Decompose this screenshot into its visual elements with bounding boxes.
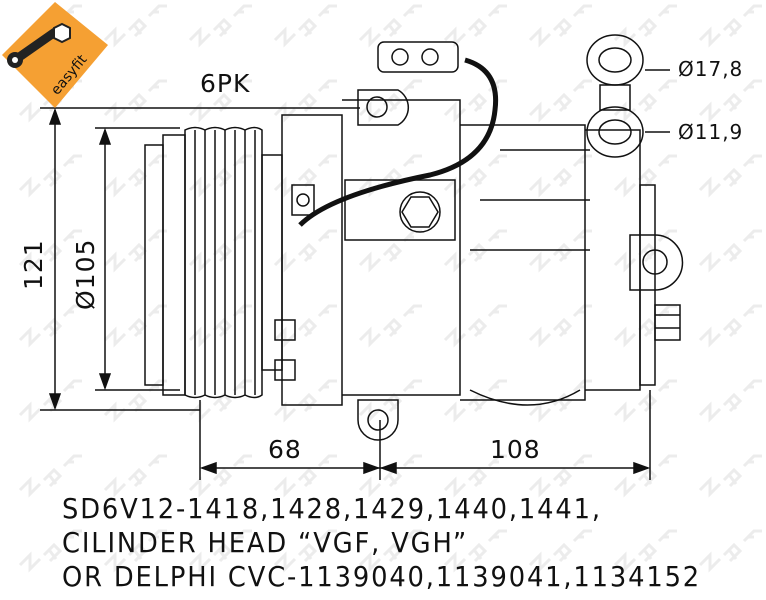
- watermark-mark: [273, 454, 337, 498]
- refrigerant-ports: [586, 34, 670, 158]
- watermark-mark: [613, 229, 677, 273]
- watermark-mark: [528, 454, 592, 498]
- watermark-mark: [188, 4, 252, 48]
- pulley: [144, 126, 283, 399]
- watermark-mark: [188, 529, 252, 573]
- watermark-mark: [613, 4, 677, 48]
- port-large-label: Ø17,8: [678, 57, 744, 81]
- watermark-mark: [698, 454, 762, 498]
- watermark-mark: [273, 154, 337, 198]
- watermark-mark: [528, 79, 592, 123]
- watermark-mark: [358, 529, 422, 573]
- watermark-mark: [528, 4, 592, 48]
- watermark-mark: [528, 154, 592, 198]
- watermark-mark: [613, 304, 677, 348]
- watermark-mark: [188, 454, 252, 498]
- watermark-mark: [358, 454, 422, 498]
- watermark-mark: [188, 229, 252, 273]
- length-rear-label: 108: [490, 435, 541, 464]
- watermark-mark: [358, 79, 422, 123]
- watermark-mark: [358, 304, 422, 348]
- watermark-mark: [528, 379, 592, 423]
- belt-label: 6PK: [200, 69, 251, 98]
- watermark-mark: [443, 304, 507, 348]
- note-line-2: CILINDER HEAD “VGF, VGH”: [62, 526, 469, 559]
- pulley-diameter-label: Ø105: [71, 238, 100, 310]
- watermark-mark: [18, 529, 82, 573]
- watermark-mark: [103, 529, 167, 573]
- watermark-mark: [273, 229, 337, 273]
- watermark-mark: [103, 4, 167, 48]
- watermark-mark: [698, 304, 762, 348]
- pulley-diameter-line: [95, 127, 180, 391]
- watermark-mark: [18, 379, 82, 423]
- watermark-mark: [18, 154, 82, 198]
- watermark-mark: [18, 304, 82, 348]
- watermark-mark: [613, 154, 677, 198]
- watermark-mark: [358, 229, 422, 273]
- watermark-mark: [18, 454, 82, 498]
- watermark-mark: [443, 379, 507, 423]
- watermark-mark: [528, 529, 592, 573]
- watermark-mark: [698, 529, 762, 573]
- watermark-mark: [273, 529, 337, 573]
- watermark-mark: [188, 304, 252, 348]
- length-front-label: 68: [268, 435, 302, 464]
- watermark-mark: [188, 154, 252, 198]
- note-line-1: SD6V12-1418,1428,1429,1440,1441,: [62, 492, 602, 525]
- watermark-mark: [613, 379, 677, 423]
- height-dimension-line: [40, 107, 360, 411]
- watermark-mark: [18, 229, 82, 273]
- electrical-connector: [298, 41, 499, 227]
- height-label: 121: [19, 239, 48, 290]
- watermark-mark: [698, 379, 762, 423]
- watermark-mark: [103, 154, 167, 198]
- watermark-mark: [698, 229, 762, 273]
- watermark-mark: [698, 79, 762, 123]
- watermark-mark: [273, 379, 337, 423]
- watermark-mark: [443, 79, 507, 123]
- watermark-mark: [103, 304, 167, 348]
- watermark-mark: [443, 229, 507, 273]
- easyfit-logo: [2, 2, 108, 108]
- watermark-mark: [273, 304, 337, 348]
- watermark-mark: [103, 454, 167, 498]
- watermark-mark: [358, 4, 422, 48]
- watermark-mark: [273, 79, 337, 123]
- watermark-mark: [188, 79, 252, 123]
- watermark-mark: [103, 79, 167, 123]
- watermark-mark: [613, 79, 677, 123]
- watermark-mark: [613, 454, 677, 498]
- watermark-mark: [613, 529, 677, 573]
- watermark-mark: [698, 4, 762, 48]
- watermark-mark: [698, 154, 762, 198]
- watermark-mark: [273, 4, 337, 48]
- watermark-mark: [103, 229, 167, 273]
- port-small-label: Ø11,9: [678, 120, 744, 144]
- watermark-mark: [528, 304, 592, 348]
- wrench-nut-icon: [7, 22, 71, 68]
- watermark-mark: [443, 4, 507, 48]
- watermark-mark: [443, 454, 507, 498]
- length-dimension-line: [199, 390, 651, 480]
- watermark-mark: [103, 379, 167, 423]
- watermark-mark: [358, 379, 422, 423]
- mounting-lugs: [357, 89, 410, 441]
- watermark-mark: [443, 529, 507, 573]
- watermark-mark: [528, 229, 592, 273]
- note-line-3: OR DELPHI CVC-1139040,1139041,1134152: [62, 560, 702, 593]
